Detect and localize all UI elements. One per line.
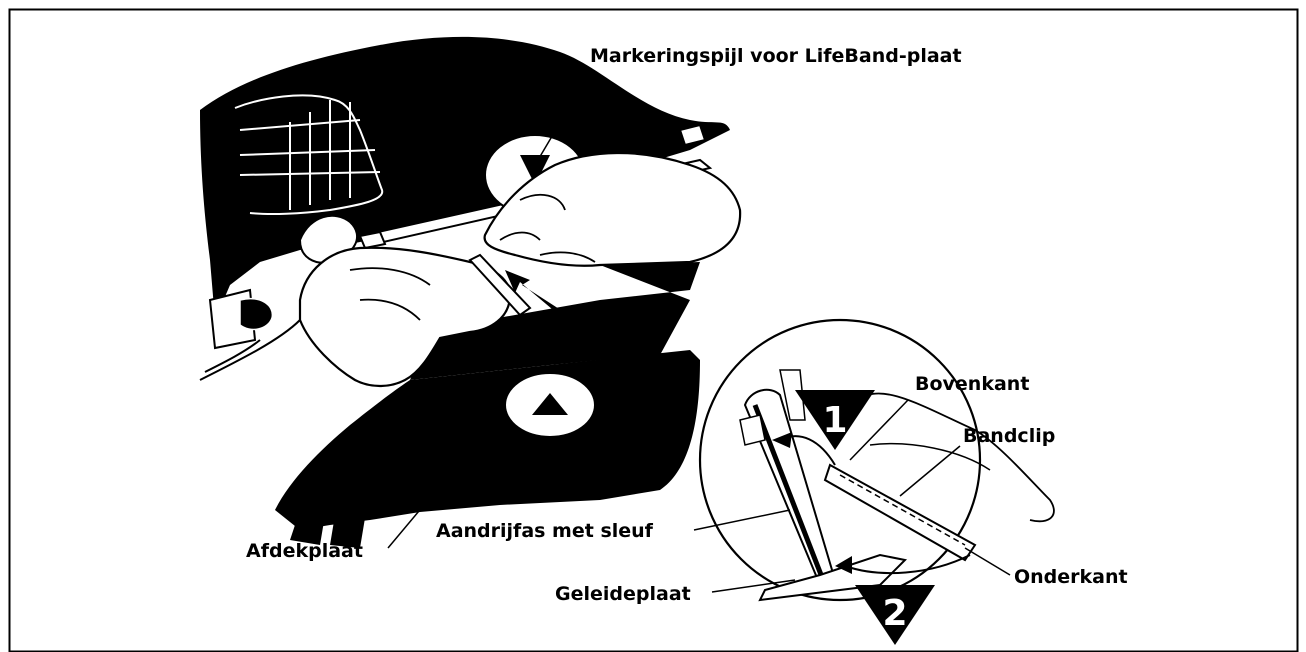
label-cover-plate: Afdekplaat (246, 540, 363, 562)
step-2-badge: 2 (855, 585, 935, 645)
label-guide-plate: Geleideplaat (555, 583, 691, 605)
detail-circle (700, 320, 1054, 600)
label-bottom: Onderkant (1014, 566, 1128, 588)
label-drive-shaft: Aandrijfas met sleuf (436, 520, 654, 542)
step-1-label: 1 (822, 400, 847, 441)
leader-bottom (965, 548, 1010, 575)
label-marker-arrow: Markeringspijl voor LifeBand-plaat (590, 45, 962, 67)
step-2-label: 2 (882, 593, 907, 634)
label-top: Bovenkant (915, 373, 1029, 395)
label-band-clip: Bandclip (963, 425, 1055, 447)
